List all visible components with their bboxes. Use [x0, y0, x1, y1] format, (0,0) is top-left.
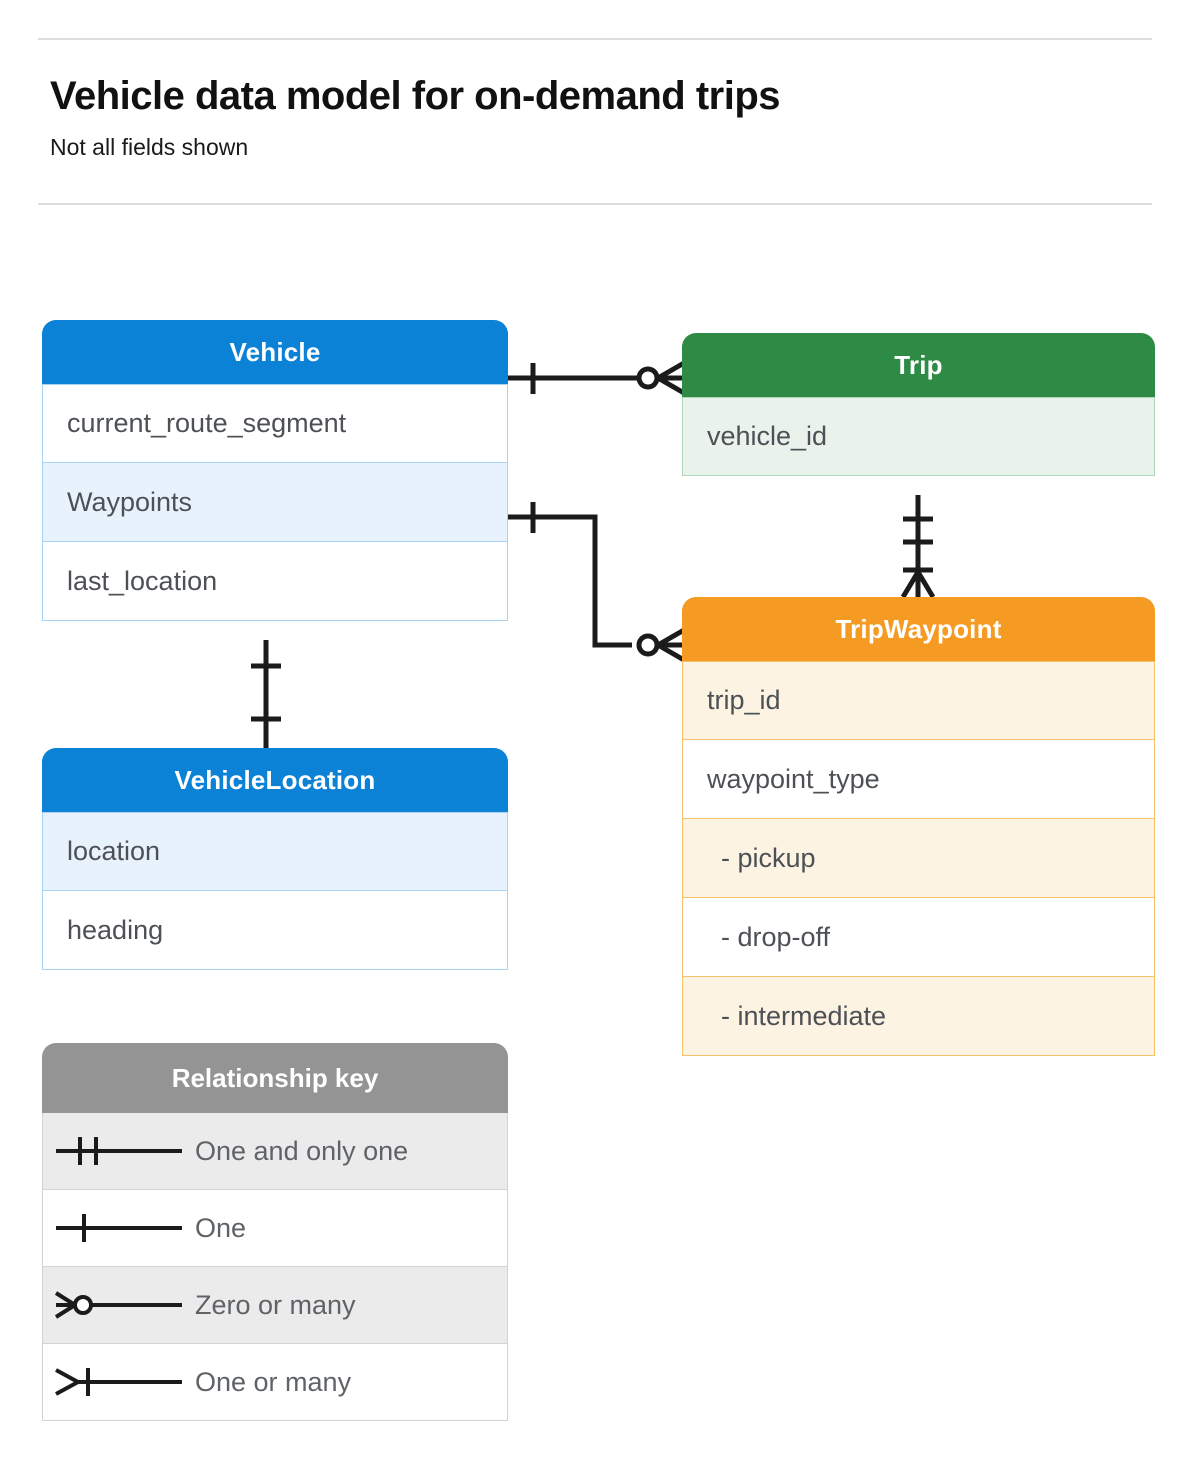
entity-trip-title: Trip	[682, 333, 1155, 397]
connector-waypoints-tripwaypoint	[508, 514, 632, 648]
field-row[interactable]: trip_id	[682, 661, 1155, 740]
one-and-only-one-icon	[43, 1131, 195, 1171]
legend-row: One	[42, 1190, 508, 1267]
field-row[interactable]: heading	[42, 891, 508, 970]
page-subtitle: Not all fields shown	[50, 134, 249, 160]
one-icon	[43, 1208, 195, 1248]
legend-label: One	[195, 1212, 247, 1243]
one-or-many-icon	[43, 1362, 195, 1402]
entity-trip-fields: vehicle_id	[682, 397, 1155, 476]
legend-row: Zero or many	[42, 1267, 508, 1344]
entity-trip[interactable]: Trip vehicle_id	[682, 333, 1155, 476]
field-row[interactable]: last_location	[42, 542, 508, 621]
field-row[interactable]: - drop-off	[682, 898, 1155, 977]
entity-vehicle-title: Vehicle	[42, 320, 508, 384]
field-row[interactable]: current_route_segment	[42, 384, 508, 463]
entity-vehicle-fields: current_route_segment Waypoints last_loc…	[42, 384, 508, 621]
top-divider	[38, 38, 1152, 40]
entity-tripwaypoint-fields: trip_id waypoint_type - pickup - drop-of…	[682, 661, 1155, 1056]
legend-row: One and only one	[42, 1113, 508, 1190]
legend-row: One or many	[42, 1344, 508, 1421]
field-row[interactable]: - intermediate	[682, 977, 1155, 1056]
field-row[interactable]: location	[42, 812, 508, 891]
entity-vehiclelocation-fields: location heading	[42, 812, 508, 970]
entity-vehiclelocation[interactable]: VehicleLocation location heading	[42, 748, 508, 970]
legend-title: Relationship key	[42, 1043, 508, 1113]
zero-or-many-icon	[43, 1285, 195, 1325]
entity-vehicle[interactable]: Vehicle current_route_segment Waypoints …	[42, 320, 508, 621]
entity-tripwaypoint-title: TripWaypoint	[682, 597, 1155, 661]
field-row[interactable]: Waypoints	[42, 463, 508, 542]
legend-label: One or many	[195, 1366, 352, 1397]
entity-vehiclelocation-title: VehicleLocation	[42, 748, 508, 812]
page-title: Vehicle data model for on-demand trips	[50, 74, 781, 118]
bottom-divider	[38, 203, 1152, 205]
field-row[interactable]: waypoint_type	[682, 740, 1155, 819]
legend-label: Zero or many	[195, 1289, 356, 1320]
entity-tripwaypoint[interactable]: TripWaypoint trip_id waypoint_type - pic…	[682, 597, 1155, 1056]
relationship-key-legend: Relationship key One and only one One	[42, 1043, 508, 1421]
field-row[interactable]: - pickup	[682, 819, 1155, 898]
field-row[interactable]: vehicle_id	[682, 397, 1155, 476]
legend-label: One and only one	[195, 1135, 409, 1166]
